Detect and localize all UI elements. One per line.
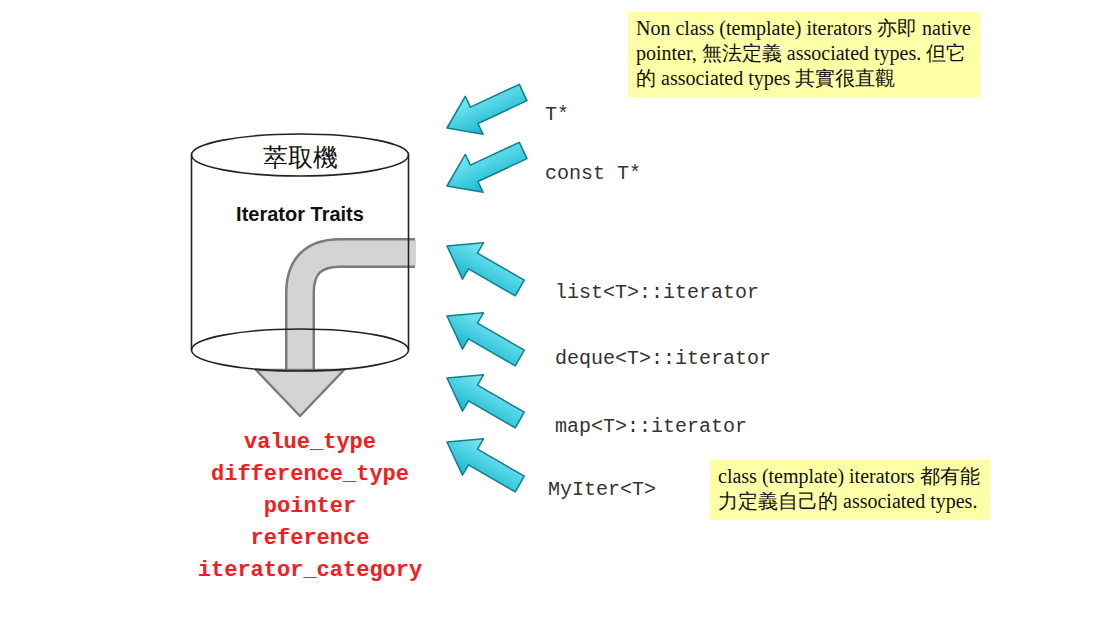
- note-text: Non class (template) iterators 亦即 native…: [636, 16, 972, 91]
- block-arrow: [437, 360, 531, 438]
- separator-line: [445, 229, 960, 231]
- associated-type: difference_type: [211, 462, 409, 487]
- iterator-type: T*: [545, 103, 569, 126]
- input-arrows: [437, 73, 533, 502]
- block-arrow: [437, 424, 531, 502]
- block-arrow: [437, 298, 531, 376]
- store-name: Iterator Traits: [190, 203, 410, 226]
- iterator-type: const T*: [545, 162, 641, 185]
- store-title: 萃取機: [190, 141, 410, 174]
- note-box: Non class (template) iterators 亦即 native…: [628, 12, 980, 97]
- associated-type: reference: [251, 526, 370, 551]
- cylinder-store: 萃取機 Iterator Traits: [190, 133, 410, 373]
- associated-type: value_type: [244, 430, 376, 455]
- note-text: class (template) iterators 都有能力定義自己的 ass…: [718, 464, 982, 514]
- traits-output-arrow: [256, 253, 416, 416]
- note-box: class (template) iterators 都有能力定義自己的 ass…: [710, 460, 990, 520]
- iterator-type: list<T>::iterator: [555, 281, 759, 304]
- block-arrow: [438, 131, 532, 205]
- associated-type: iterator_category: [198, 558, 422, 583]
- block-arrow: [437, 228, 531, 306]
- iterator-type: deque<T>::iterator: [555, 347, 771, 370]
- iterator-type: MyIter<T>: [548, 478, 656, 501]
- associated-type: pointer: [264, 494, 356, 519]
- block-arrow: [438, 73, 532, 147]
- iterator-type: map<T>::iterator: [555, 415, 747, 438]
